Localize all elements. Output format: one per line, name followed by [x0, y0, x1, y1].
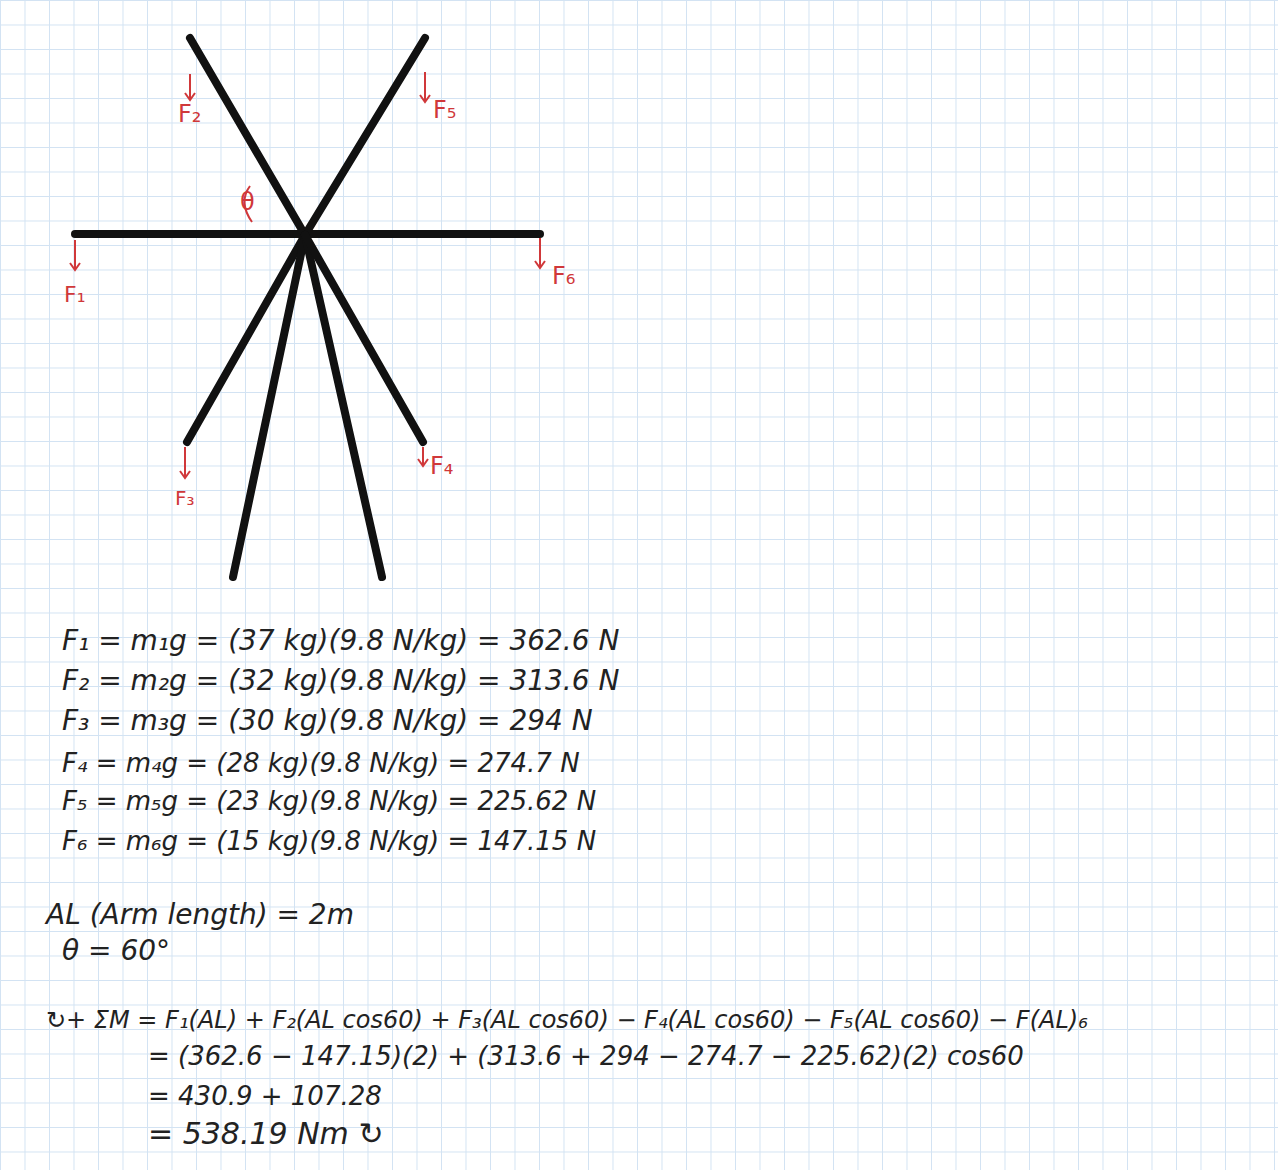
- angle-label: θ: [240, 188, 255, 216]
- equation-line: = 430.9 + 107.28: [148, 1081, 382, 1111]
- equation-line: ↻+ ΣM = F₁(AL) + F₂(AL cos60) + F₃(AL co…: [46, 1006, 1088, 1034]
- force-label: F₃: [175, 486, 195, 510]
- equation-line: F₂ = m₂g = (32 kg)(9.8 N/kg) = 313.6 N: [62, 664, 619, 697]
- equation-line: F₁ = m₁g = (37 kg)(9.8 N/kg) = 362.6 N: [62, 624, 619, 657]
- force-label: F₆: [552, 262, 575, 290]
- force-label: F₄: [430, 452, 453, 480]
- equation-line: F₃ = m₃g = (30 kg)(9.8 N/kg) = 294 N: [62, 704, 593, 737]
- arm-lines: [75, 38, 540, 577]
- equation-line: F₄ = m₄g = (28 kg)(9.8 N/kg) = 274.7 N: [62, 748, 580, 778]
- equation-line: θ = 60°: [62, 934, 170, 967]
- force-label: F₁: [64, 282, 85, 307]
- force-arrows: [70, 72, 545, 478]
- force-label: F₂: [178, 100, 201, 128]
- equation-line: F₆ = m₆g = (15 kg)(9.8 N/kg) = 147.15 N: [62, 826, 596, 856]
- equation-line: = 538.19 Nm ↻: [148, 1116, 384, 1151]
- equation-line: AL (Arm length) = 2m: [46, 898, 354, 931]
- equation-line: F₅ = m₅g = (23 kg)(9.8 N/kg) = 225.62 N: [62, 786, 596, 816]
- equation-line: = (362.6 − 147.15)(2) + (313.6 + 294 − 2…: [148, 1041, 1024, 1071]
- force-label: F₅: [433, 96, 456, 124]
